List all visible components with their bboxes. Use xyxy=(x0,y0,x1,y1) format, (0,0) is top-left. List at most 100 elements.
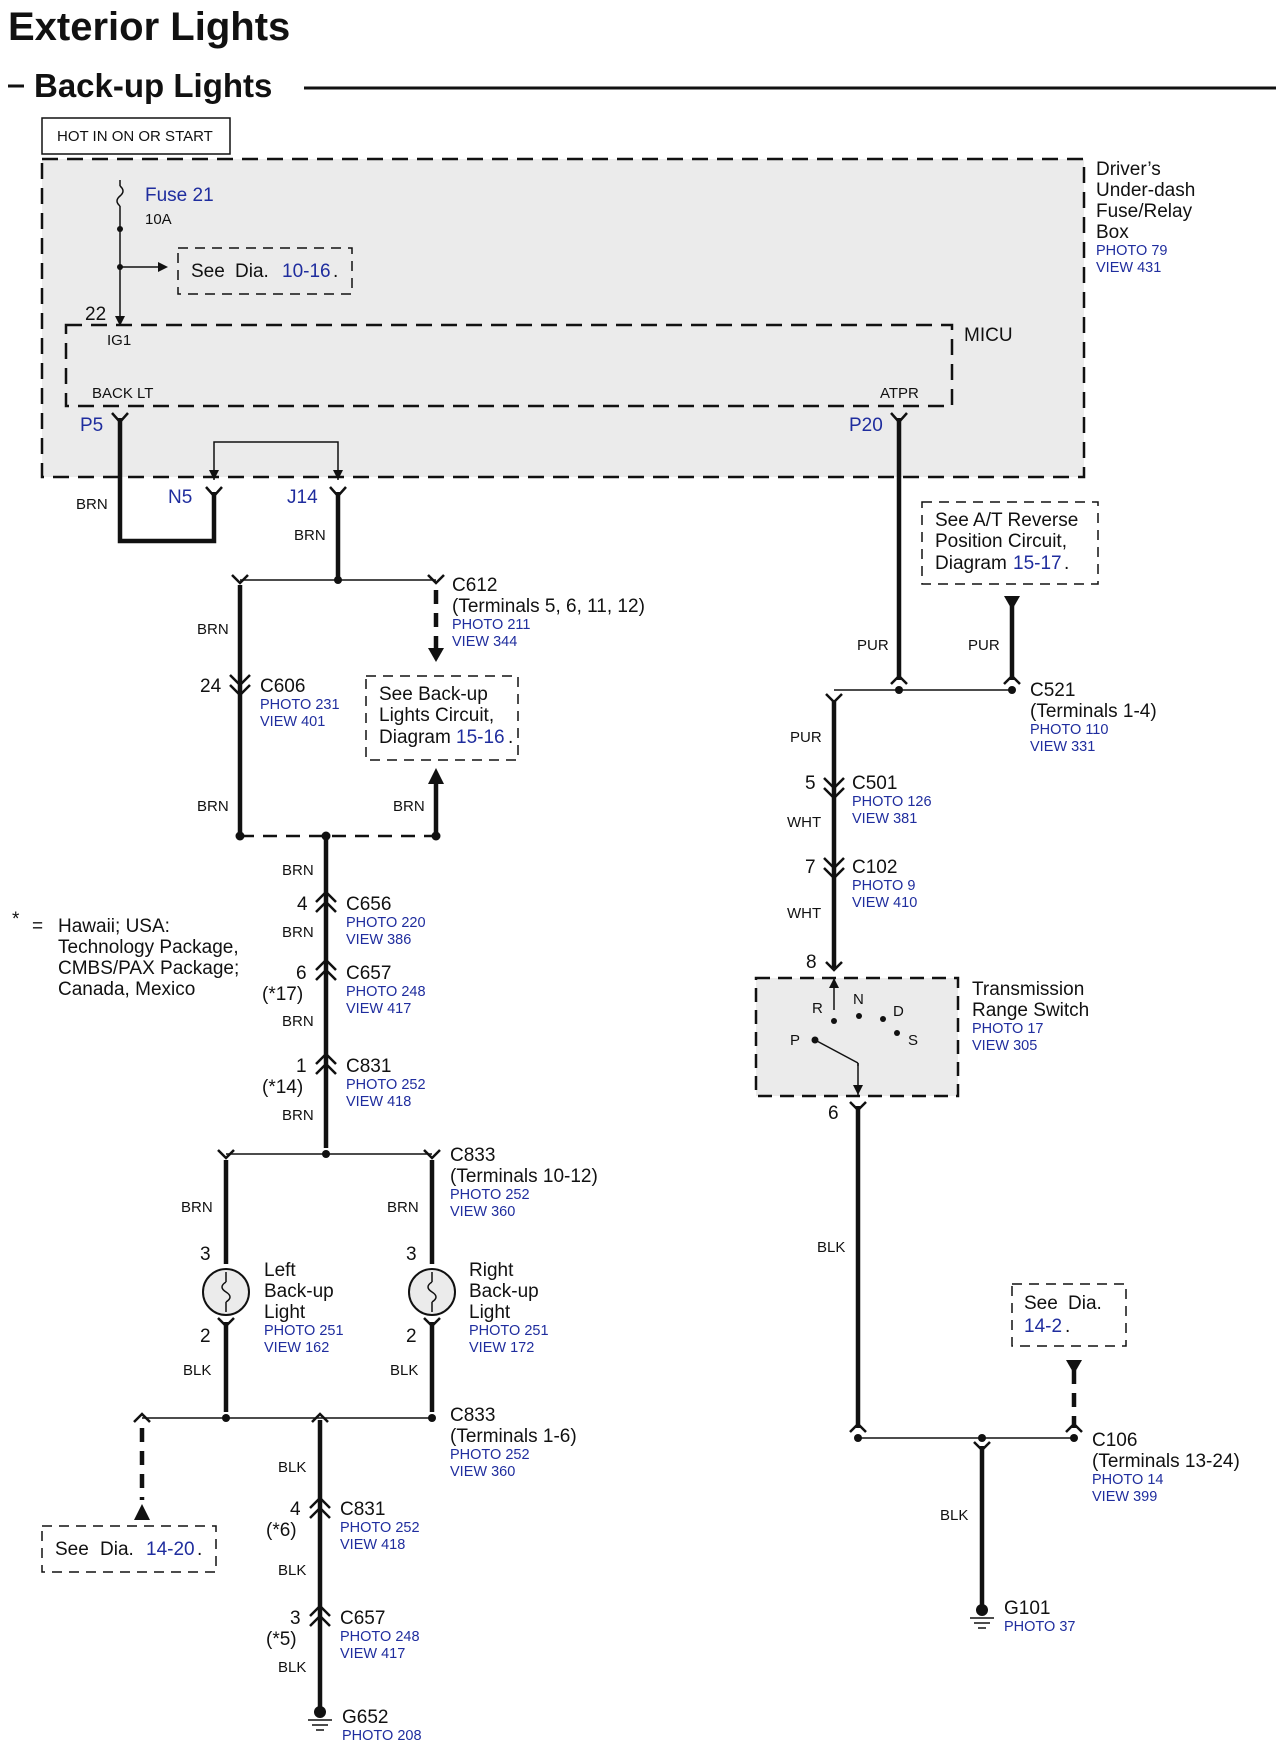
c106-photo: PHOTO 14 xyxy=(1092,1472,1163,1488)
right-light-pin-2: 2 xyxy=(406,1326,417,1347)
trs-pin-8: 8 xyxy=(806,952,817,973)
wire-color-blk-5: BLK xyxy=(278,1659,306,1676)
left-light-pin-2: 2 xyxy=(200,1326,211,1347)
left-light-pin-3: 3 xyxy=(200,1244,211,1265)
right-light-view: VIEW 172 xyxy=(469,1340,534,1356)
c833b-view: VIEW 360 xyxy=(450,1464,515,1480)
trs-photo: PHOTO 17 xyxy=(972,1021,1043,1037)
wire-color-brn-2: BRN xyxy=(294,527,326,544)
fuse-box-label-4: Box xyxy=(1096,222,1129,243)
footnote-line-4: Canada, Mexico xyxy=(58,979,195,1000)
c102-view: VIEW 410 xyxy=(852,895,917,911)
see-14-2-box xyxy=(1011,1283,1127,1347)
see-14-20-dia: Dia. xyxy=(100,1539,134,1560)
c831a-pin: 1 xyxy=(296,1056,307,1077)
c657a-pin: 6 xyxy=(296,963,307,984)
wire-color-brn-11: BRN xyxy=(387,1199,419,1216)
c657-connector-b xyxy=(309,1604,331,1627)
n5-j14-jumper xyxy=(213,441,339,480)
c833a-terms: (Terminals 10-12) xyxy=(450,1166,598,1187)
wire-color-blk-6: BLK xyxy=(817,1239,845,1256)
see-10-16-box xyxy=(177,247,353,295)
c656-connector xyxy=(315,890,337,913)
fuse-name: Fuse 21 xyxy=(145,185,214,206)
fuse-rating: 10A xyxy=(145,211,172,228)
c501-pin: 5 xyxy=(805,773,816,794)
hot-box xyxy=(41,117,231,155)
wire-color-brn-10: BRN xyxy=(181,1199,213,1216)
wire-color-brn-6: BRN xyxy=(282,862,314,879)
see-14-2-link[interactable]: 14-2 xyxy=(1024,1316,1062,1337)
wire-color-brn-5: BRN xyxy=(393,798,425,815)
wire-color-brn-9: BRN xyxy=(282,1107,314,1124)
fuse-box-label-3: Fuse/Relay xyxy=(1096,201,1193,222)
see-14-2-dia: Dia. xyxy=(1068,1293,1102,1314)
c657b-photo: PHOTO 248 xyxy=(340,1629,420,1645)
fuse-relay-box xyxy=(40,157,1086,479)
c657a-view: VIEW 417 xyxy=(346,1001,411,1017)
wire-color-brn-1: BRN xyxy=(76,496,108,513)
footnote-eq: = xyxy=(32,916,43,937)
wire-color-blk-7: BLK xyxy=(940,1507,968,1524)
trs-box xyxy=(754,976,960,1098)
svg-text:.: . xyxy=(197,1539,202,1560)
c833b-terms: (Terminals 1-6) xyxy=(450,1426,577,1447)
c831b-name: C831 xyxy=(340,1499,385,1520)
c656-pin: 4 xyxy=(297,894,308,915)
trs-switch-icon xyxy=(811,1013,900,1066)
see-15-17-l3: Diagram xyxy=(935,553,1007,574)
footnote-line-1: Hawaii; USA: xyxy=(58,916,170,937)
c831b-view: VIEW 418 xyxy=(340,1537,405,1553)
footnote-line-3: CMBS/PAX Package; xyxy=(58,958,239,979)
c501-photo: PHOTO 126 xyxy=(852,794,932,810)
c657b-pin: 3 xyxy=(290,1608,301,1629)
see-14-2-pre: See xyxy=(1024,1293,1058,1314)
hot-box-label: HOT IN ON OR START xyxy=(57,128,213,145)
see-10-16-arrow xyxy=(158,262,168,272)
wire-color-wht-2: WHT xyxy=(787,905,821,922)
see-15-17-link[interactable]: 15-17 xyxy=(1013,553,1062,574)
c831a-note: (*14) xyxy=(262,1077,303,1098)
see-14-20-box xyxy=(41,1525,217,1573)
c501-view: VIEW 381 xyxy=(852,811,917,827)
c657a-name: C657 xyxy=(346,963,391,984)
c102-photo: PHOTO 9 xyxy=(852,878,915,894)
wire-color-wht-1: WHT xyxy=(787,814,821,831)
micu-pin-22: 22 xyxy=(85,304,106,325)
see-15-17-box xyxy=(921,501,1099,585)
svg-text:.: . xyxy=(508,727,513,748)
trs-name-1: Transmission xyxy=(972,979,1084,1000)
see-15-17-l1: See A/T Reverse xyxy=(935,510,1078,531)
see-10-16-dia: Dia. xyxy=(235,261,269,282)
c657b-view: VIEW 417 xyxy=(340,1646,405,1662)
trs-pos-d: D xyxy=(893,1003,904,1020)
wire-p5-n5 xyxy=(117,418,217,544)
c657b-name: C657 xyxy=(340,1608,385,1629)
c657b-note: (*5) xyxy=(266,1629,297,1650)
wire-color-blk-1: BLK xyxy=(183,1362,211,1379)
wire-color-brn-8: BRN xyxy=(282,1013,314,1030)
c106-terms: (Terminals 13-24) xyxy=(1092,1451,1240,1472)
see-15-16-link[interactable]: 15-16 xyxy=(456,727,505,748)
c831b-photo: PHOTO 252 xyxy=(340,1520,420,1536)
wire-color-blk-2: BLK xyxy=(390,1362,418,1379)
c831-connector-a xyxy=(315,1052,337,1075)
c831b-pin: 4 xyxy=(290,1499,301,1520)
right-light-l3: Light xyxy=(469,1302,511,1323)
wire-color-pur-2: PUR xyxy=(968,637,1000,654)
c612-photo: PHOTO 211 xyxy=(452,617,530,633)
see-15-16-l1: See Back-up xyxy=(379,684,488,705)
see-15-17-l2: Position Circuit, xyxy=(935,531,1067,552)
micu-atpr: ATPR xyxy=(880,385,919,402)
see-10-16-link[interactable]: 10-16 xyxy=(282,261,331,282)
g101-name: G101 xyxy=(1004,1598,1050,1619)
pin-p20: P20 xyxy=(849,415,883,436)
wire-color-brn-4: BRN xyxy=(197,798,229,815)
see-14-20-link[interactable]: 14-20 xyxy=(146,1539,195,1560)
ig1-arrow xyxy=(115,316,125,326)
see-15-16-l2: Lights Circuit, xyxy=(379,705,494,726)
trs-pos-n: N xyxy=(853,991,864,1008)
micu-box xyxy=(64,323,954,408)
wire-color-blk-3: BLK xyxy=(278,1459,306,1476)
